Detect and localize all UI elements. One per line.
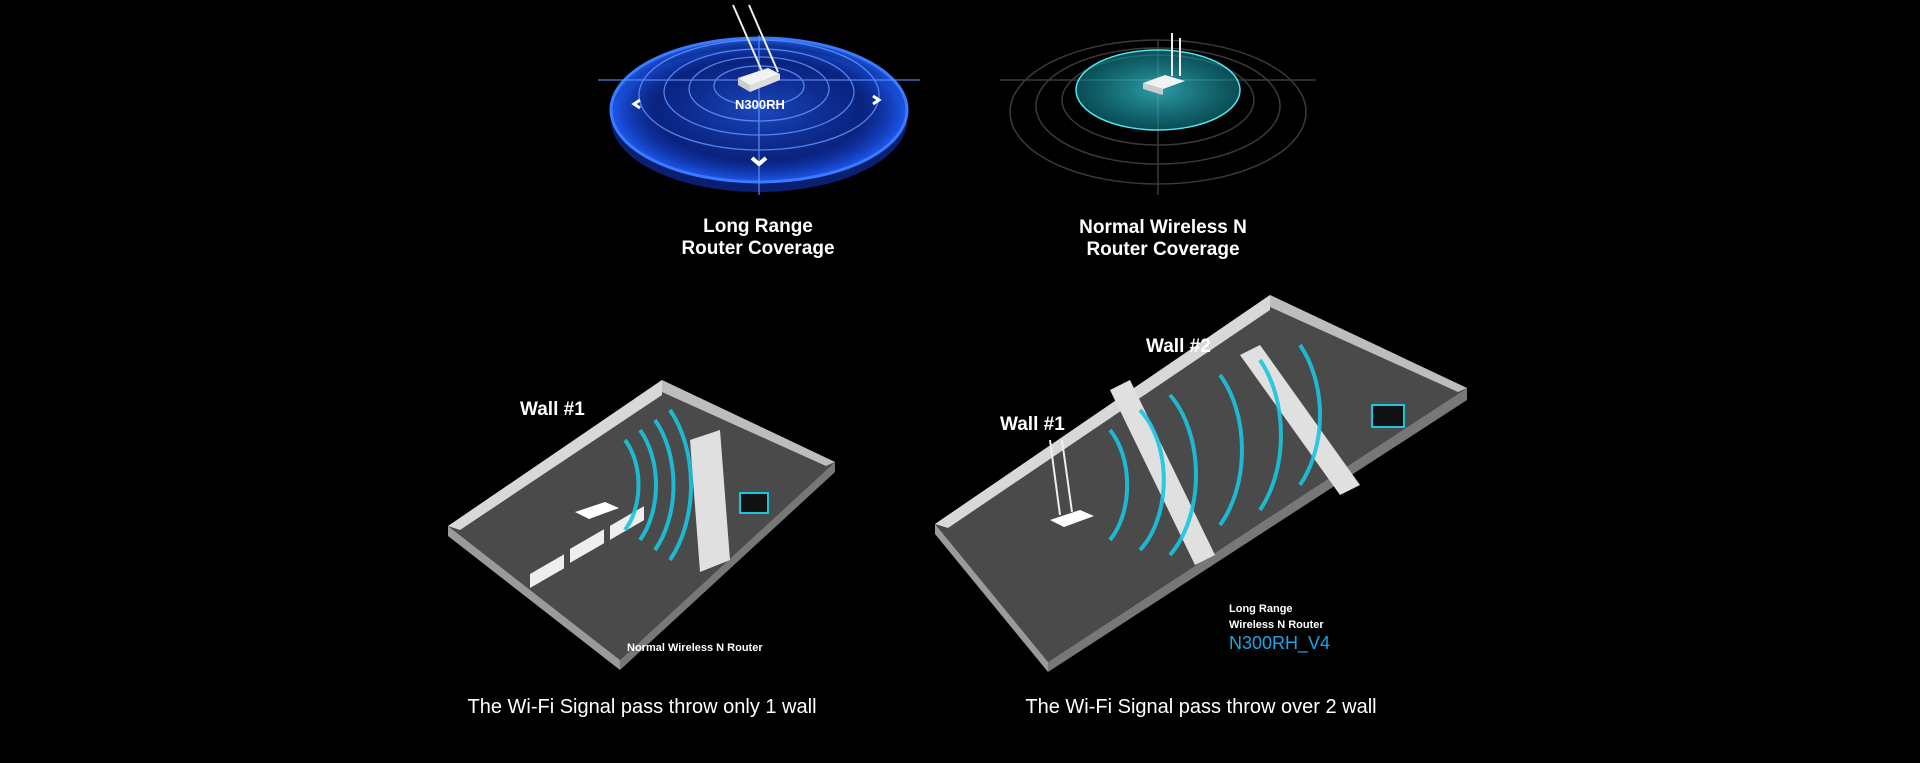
wifi-signal-waves (623, 408, 694, 562)
long-range-router-label: N300RH (735, 97, 785, 112)
chevron-left-icon (631, 98, 641, 110)
laptop-icon (739, 492, 769, 514)
caption-line: Router Coverage (1086, 239, 1240, 260)
caption-line: Router Coverage (681, 238, 835, 259)
router-icon (575, 502, 619, 519)
long-range-coverage-disc (598, 4, 920, 195)
router-icon (1143, 33, 1185, 95)
normal-coverage-disc (1000, 33, 1316, 195)
long-range-coverage-caption: Long Range Router Coverage (681, 216, 834, 260)
left-caption: The Wi-Fi Signal pass throw only 1 wall (467, 696, 817, 718)
right-wall-1-label: Wall #1 (1000, 414, 1065, 435)
right-caption: The Wi-Fi Signal pass throw over 2 wall (1025, 696, 1377, 718)
office-right-illustration (935, 295, 1467, 672)
right-router-label: Long Range Wireless N Router N300RH_V4 (1229, 601, 1330, 654)
right-wall-2-label: Wall #2 (1146, 336, 1211, 357)
left-wall-1-label: Wall #1 (520, 399, 585, 420)
laptop-icon (1371, 404, 1405, 428)
router-icon (732, 4, 780, 92)
router-line: Long Range (1229, 603, 1293, 615)
chevron-right-icon (872, 94, 882, 106)
wifi-signal-waves (1108, 343, 1322, 557)
normal-coverage-caption: Normal Wireless N Router Coverage (1079, 217, 1247, 261)
router-model: N300RH_V4 (1229, 633, 1331, 653)
caption-line: Normal Wireless N (1079, 217, 1247, 238)
left-router-label: Normal Wireless N Router (627, 642, 763, 654)
caption-line: Long Range (703, 216, 813, 237)
router-icon (1050, 510, 1094, 527)
router-line: Wireless N Router (1229, 619, 1324, 631)
office-left-illustration (448, 380, 835, 670)
chevron-down-icon (750, 156, 768, 167)
